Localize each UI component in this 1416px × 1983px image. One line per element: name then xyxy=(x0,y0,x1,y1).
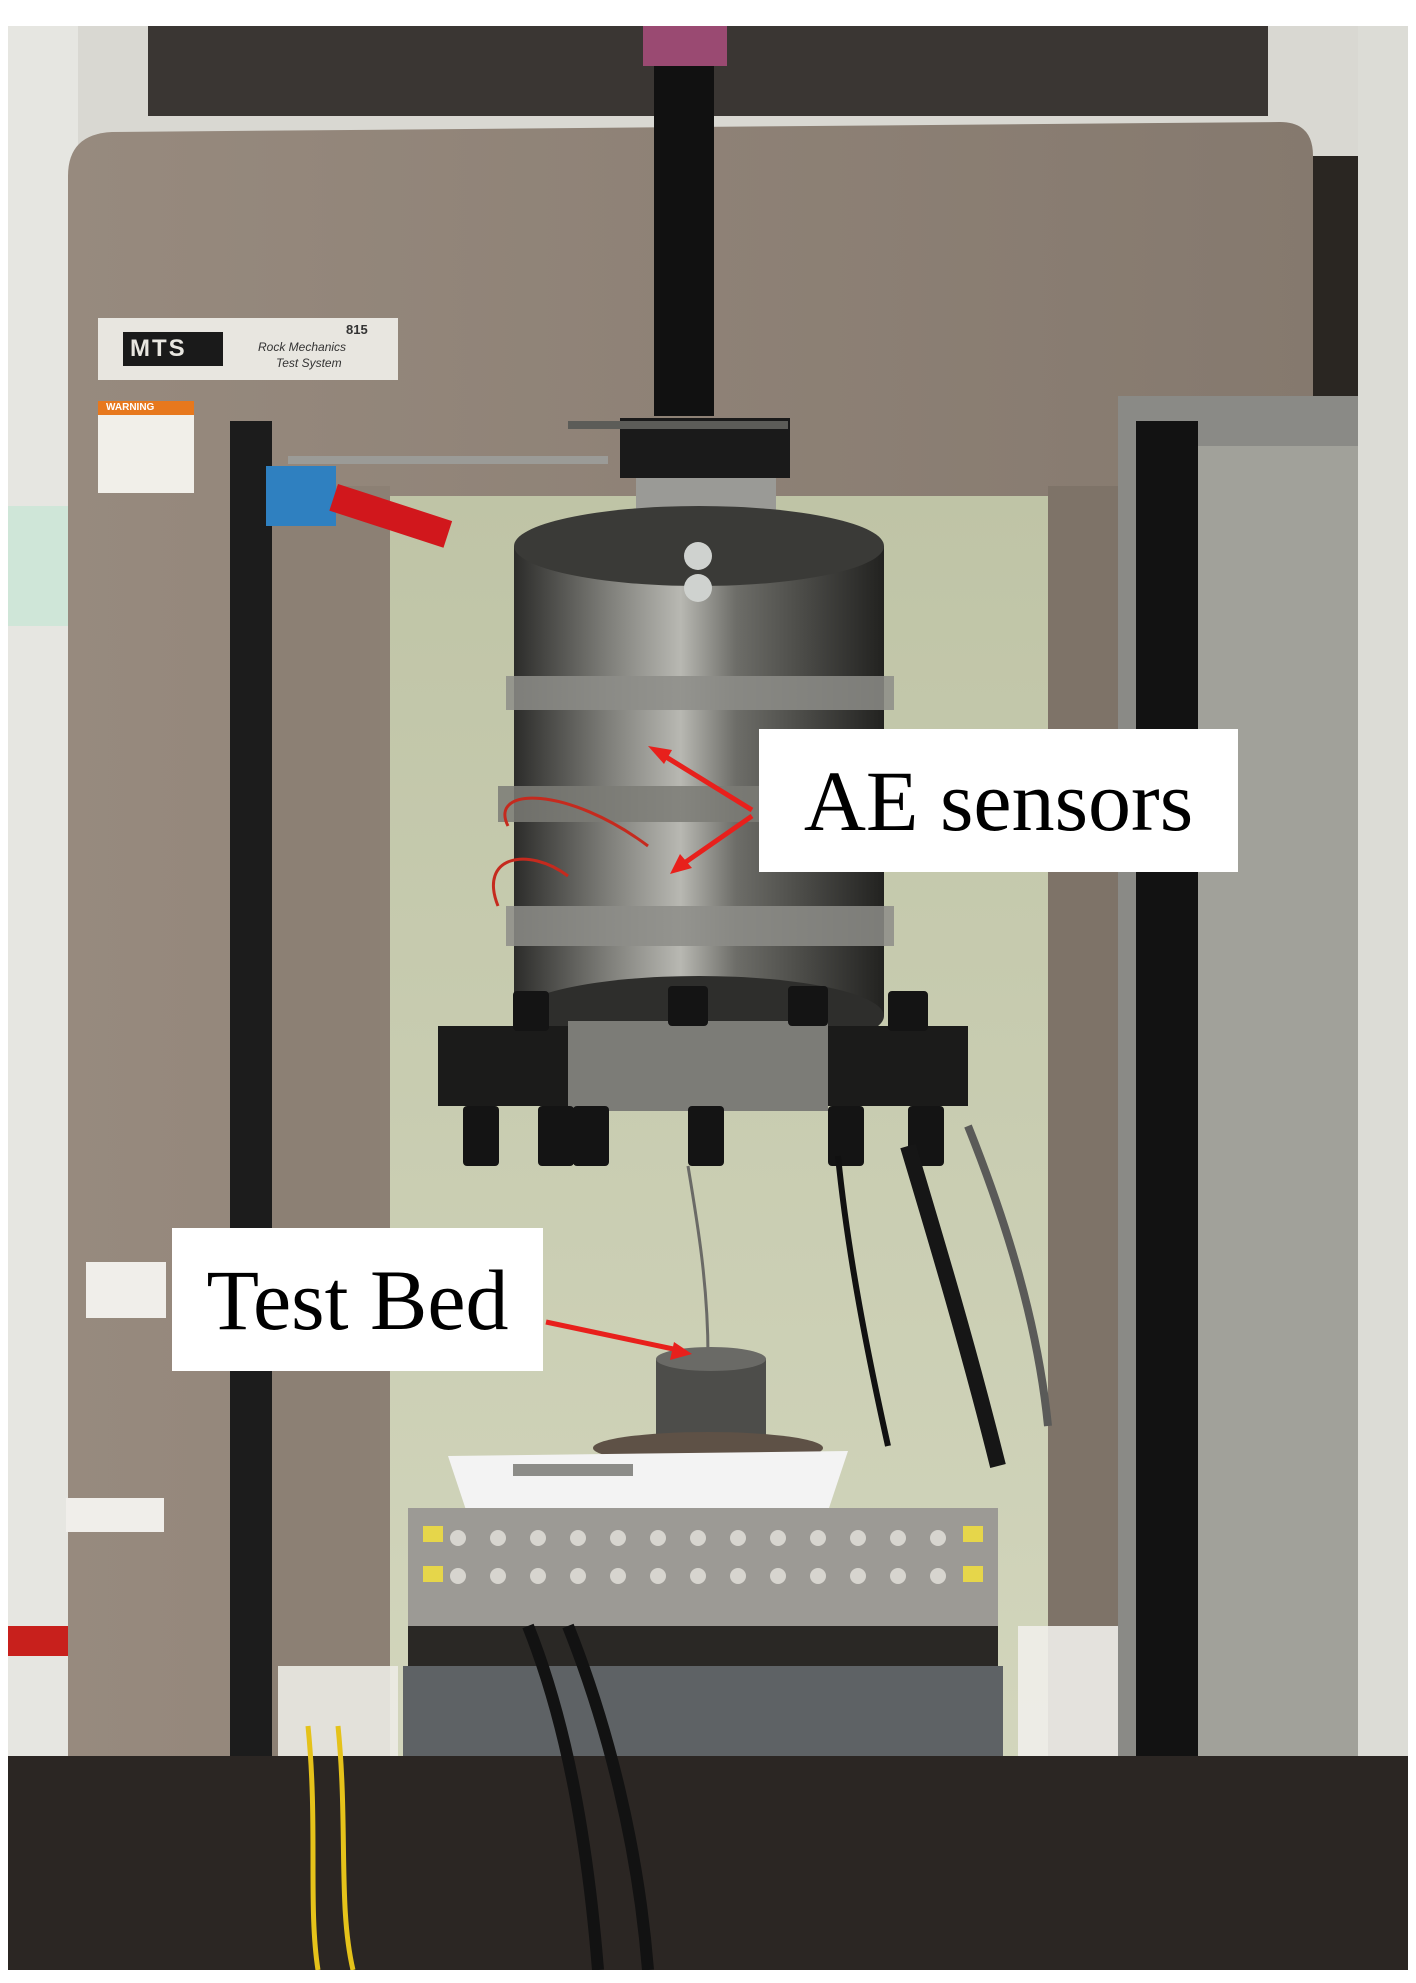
ae-sensor-arrows xyxy=(648,746,754,874)
test-bed-specimen xyxy=(593,1347,823,1464)
test-bed-arrow xyxy=(545,1319,692,1360)
warning-sticker-text: WARNING xyxy=(106,402,155,413)
test-bed-label: Test Bed xyxy=(172,1228,543,1371)
nameplate-line1: Rock Mechanics xyxy=(258,340,347,354)
nameplate-line2: Test System xyxy=(276,356,342,370)
nameplate-model: 815 xyxy=(346,322,368,337)
photo-illustration xyxy=(8,26,1408,1970)
nameplate-logo: MTS xyxy=(130,335,187,362)
mts-nameplate xyxy=(98,318,398,380)
ae-sensors-label: AE sensors xyxy=(759,729,1238,872)
test-system-photo: MTS 815 Rock Mechanics Test System WARNI… xyxy=(8,26,1408,1970)
